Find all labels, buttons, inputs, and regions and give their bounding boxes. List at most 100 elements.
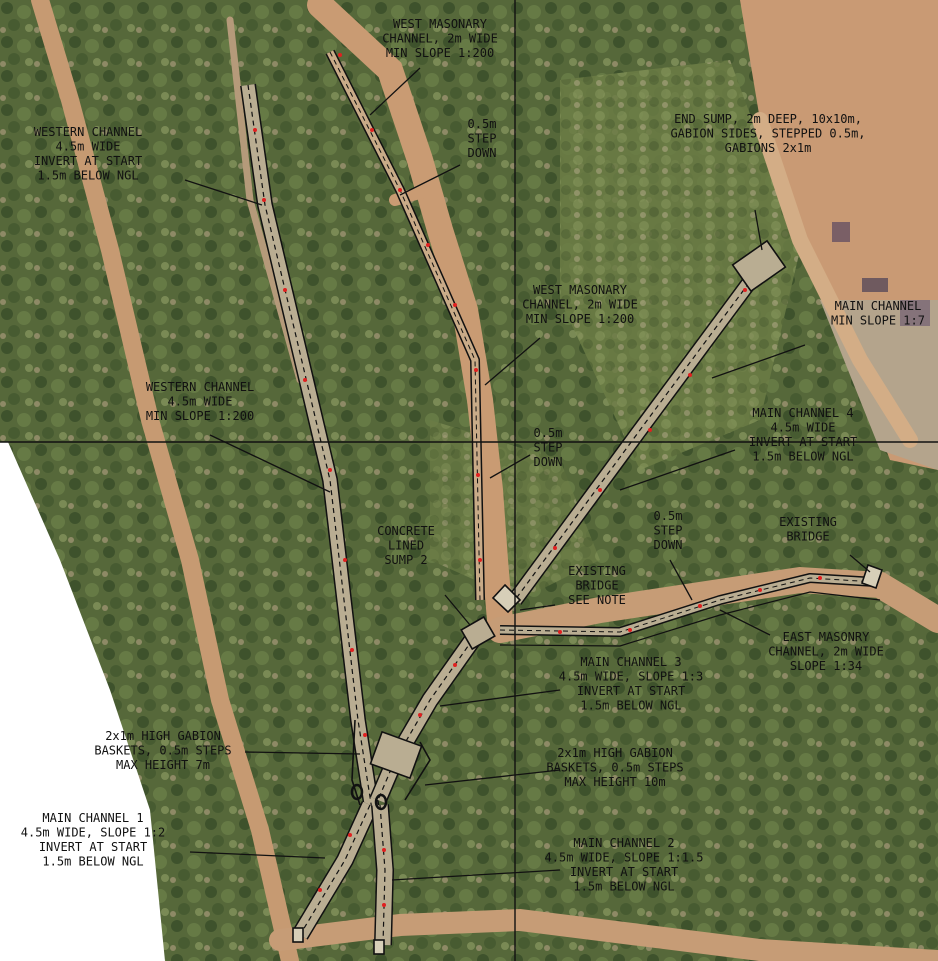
label-line: CHANNEL, 2m WIDE [768, 645, 884, 659]
label-line: MIN SLOPE 1:7 [831, 314, 925, 328]
building-1 [832, 222, 850, 242]
leader-lines [184, 67, 871, 881]
label-line: 0.5m [468, 117, 497, 131]
label-line: WESTERN CHANNEL [146, 380, 254, 394]
label-end-sump: END SUMP, 2m DEEP, 10x10m,GABION SIDES, … [670, 112, 865, 155]
label-line: EAST MASONRY [783, 630, 870, 644]
label-line: 1.5m BELOW NGL [752, 450, 853, 464]
label-line: MAIN CHANNEL [835, 299, 922, 313]
western-channel [240, 83, 380, 812]
label-line: WEST MASONARY [533, 283, 628, 297]
chainage-marks [253, 53, 822, 907]
label-line: MAX HEIGHT 10m [564, 775, 665, 789]
label-line: STEP [654, 524, 683, 538]
label-line: MAX HEIGHT 7m [116, 758, 210, 772]
label-line: INVERT AT START [749, 435, 857, 449]
gabion-basket-structure [369, 730, 423, 780]
existing-bridge-right [860, 563, 884, 590]
label-line: END SUMP, 2m DEEP, 10x10m, [674, 112, 862, 126]
gabion-step-left [350, 783, 364, 801]
drainage-channels [240, 49, 876, 946]
label-line: SEE NOTE [568, 593, 626, 607]
label-line: MAIN CHANNEL 1 [42, 811, 143, 825]
label-line: 2x1m HIGH GABION [105, 729, 221, 743]
concrete-sump-2-outline [460, 615, 496, 651]
label-line: EXISTING [568, 564, 626, 578]
road-west [31, 0, 299, 961]
roads [31, 0, 938, 961]
label-line: INVERT AT START [570, 865, 678, 879]
no-data-area [0, 442, 165, 961]
label-line: SLOPE 1:34 [790, 659, 862, 673]
label-line: STEP [534, 441, 563, 455]
gabion-step-right [374, 793, 388, 811]
label-line: SUMP 2 [384, 553, 427, 567]
label-line: BASKETS, 0.5m STEPS [546, 761, 683, 775]
label-line: 4.5m WIDE, SLOPE 1:2 [21, 826, 166, 840]
label-line: 1.5m BELOW NGL [580, 699, 681, 713]
label-line: 4.5m WIDE [55, 140, 120, 154]
label-line: MIN SLOPE 1:200 [146, 409, 254, 423]
label-line: 4.5m WIDE [167, 395, 232, 409]
label-line: BASKETS, 0.5m STEPS [94, 744, 231, 758]
label-line: LINED [388, 539, 424, 553]
main-channel-1 [292, 801, 379, 940]
road-center [307, 0, 513, 633]
road-east-valley [487, 566, 938, 643]
label-line: CONCRETE [377, 524, 435, 538]
label-line: MAIN CHANNEL 3 [580, 655, 681, 669]
label-line: STEP [468, 132, 497, 146]
label-line: 1.5m BELOW NGL [42, 855, 143, 869]
label-line: WESTERN CHANNEL [34, 125, 142, 139]
label-line: 4.5m WIDE, SLOPE 1:3 [559, 670, 704, 684]
label-line: CHANNEL, 2m WIDE [522, 298, 638, 312]
label-line: 1.5m BELOW NGL [37, 169, 138, 183]
label-line: BRIDGE [786, 530, 829, 544]
label-line: INVERT AT START [34, 154, 142, 168]
label-line: 1.5m BELOW NGL [573, 880, 674, 894]
outlet-2 [373, 939, 385, 955]
label-line: GABION SIDES, STEPPED 0.5m, [670, 127, 865, 141]
road-quarry [752, 112, 918, 448]
structures [292, 239, 884, 955]
main-channel-2 [371, 804, 394, 946]
label-line: MAIN CHANNEL 2 [573, 836, 674, 850]
label-line: BRIDGE [575, 579, 618, 593]
label-line: 0.5m [534, 426, 563, 440]
road-west-2 [226, 16, 304, 384]
label-line: WEST MASONARY [393, 17, 488, 31]
label-line: EXISTING [779, 515, 837, 529]
label-line: DOWN [534, 455, 563, 469]
label-line: MIN SLOPE 1:200 [526, 312, 634, 326]
west-masonary-channel [325, 49, 485, 601]
label-line: CHANNEL, 2m WIDE [382, 32, 498, 46]
label-line: GABIONS 2x1m [725, 141, 812, 155]
label-line: INVERT AT START [39, 840, 147, 854]
road-edge-linework [499, 591, 881, 647]
label-line: INVERT AT START [577, 684, 685, 698]
label-line: 2x1m HIGH GABION [557, 746, 673, 760]
gabion-wing-wall [351, 719, 431, 806]
end-sump-outline [731, 239, 787, 293]
label-line: MIN SLOPE 1:200 [386, 46, 494, 60]
